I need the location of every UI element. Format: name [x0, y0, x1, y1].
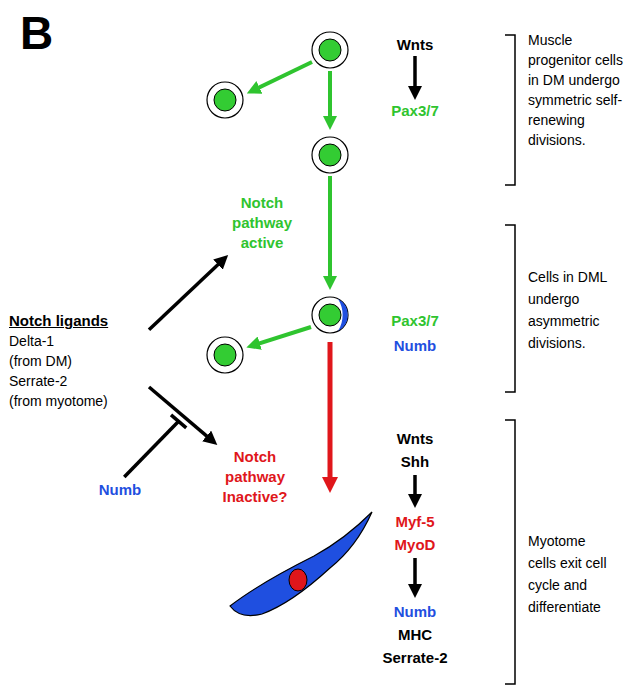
node-text: Notch ligands	[9, 311, 146, 331]
bracket	[505, 420, 515, 684]
muscle-fiber	[230, 512, 372, 616]
signal-arrow	[413, 56, 417, 92]
numb-crescent	[338, 299, 348, 331]
cell-membrane	[207, 82, 243, 118]
text-node: NumbMHCSerrate-2	[379, 598, 450, 671]
node-text: Numb	[382, 600, 447, 623]
bracket	[505, 35, 515, 185]
differentiation-arrow	[328, 342, 333, 484]
stage-note: Muscle progenitor cells in DM undergo sy…	[528, 30, 623, 150]
node-text: Myf-5	[395, 510, 436, 533]
stage-note: Cells in DML undergo asymmetric division…	[528, 266, 623, 354]
gene-label: Pax3/7	[391, 311, 439, 331]
cell-membrane	[312, 32, 348, 68]
division-arrow	[254, 327, 311, 345]
text-node: Notch pathway Inactive?	[208, 445, 302, 509]
node-text: Pax3/7	[391, 102, 439, 120]
cell-membrane	[312, 137, 348, 173]
signal-arrow	[413, 475, 417, 500]
cell-membrane	[207, 337, 243, 373]
bracket	[505, 225, 515, 392]
signal-arrow	[149, 260, 222, 329]
stage-note: Myotome cells exit cell cycle and differ…	[528, 530, 607, 618]
node-text: MHC	[382, 623, 447, 646]
inhibition-bar	[171, 415, 186, 428]
node-text: Wnts	[397, 36, 434, 54]
node-text: (from DM)	[9, 351, 146, 371]
signal-arrow	[413, 558, 417, 590]
cell-nucleus	[319, 144, 341, 166]
node-text: MyoD	[395, 533, 436, 556]
text-node: Notch ligandsDelta-1(from DM)Serrate-2(f…	[6, 309, 149, 413]
inhibition-line	[124, 421, 178, 477]
cell-nucleus	[319, 39, 341, 61]
division-arrow	[254, 62, 312, 90]
node-text: Serrate-2	[9, 371, 146, 391]
signal-arrow	[149, 387, 211, 440]
text-node: Pax3/7	[388, 100, 442, 122]
text-node: Notch pathway active	[220, 191, 304, 255]
gene-label: Numb	[394, 336, 437, 356]
panel-letter: B	[20, 10, 53, 56]
text-node: Wnts	[394, 34, 437, 56]
node-text: Serrate-2	[382, 646, 447, 669]
text-node: Myf-5MyoD	[392, 508, 439, 558]
text-node: WntsShh	[394, 425, 437, 475]
division-arrow	[328, 71, 332, 122]
node-text: Delta-1	[9, 331, 146, 351]
cell-nucleus	[214, 344, 236, 366]
node-text: Shh	[397, 450, 434, 473]
inhibitor-label: Numb	[99, 480, 142, 500]
lineage-arrow	[328, 176, 332, 282]
cell-nucleus	[214, 89, 236, 111]
cell-membrane	[312, 297, 348, 333]
cell-nucleus	[319, 304, 341, 326]
node-text: (from myotome)	[9, 391, 146, 411]
fiber-nucleus	[289, 569, 307, 591]
node-text: Notch pathway active	[223, 193, 301, 253]
node-text: Notch pathway Inactive?	[211, 447, 299, 507]
node-text: Wnts	[397, 427, 434, 450]
